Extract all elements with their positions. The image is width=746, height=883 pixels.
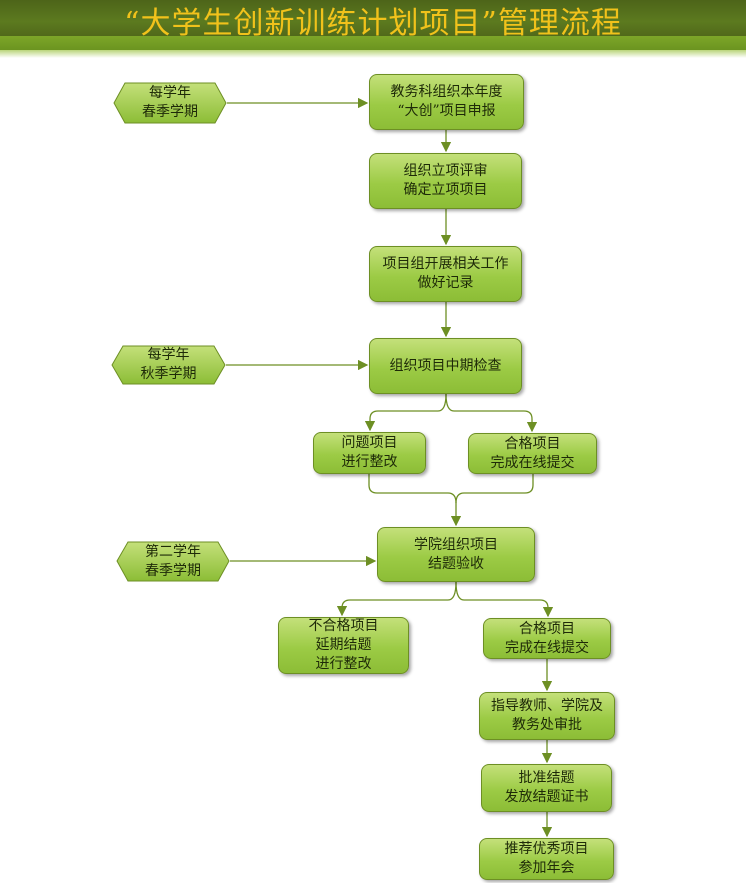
step-line: 教务处审批 xyxy=(512,717,582,733)
term-label-3: 第二学年春季学期 xyxy=(116,541,230,582)
step-line: 完成在线提交 xyxy=(490,454,575,471)
step-line: 确定立项项目 xyxy=(403,182,488,198)
step-line: 参加年会 xyxy=(518,860,575,876)
step-approval: 指导教师、学院及教务处审批 xyxy=(479,692,615,740)
step-mid-pass: 合格项目完成在线提交 xyxy=(468,433,597,474)
term-line: 第二学年 xyxy=(145,543,201,560)
step-midterm: 组织项目中期检查 xyxy=(369,338,522,394)
step-line: 发放结题证书 xyxy=(504,789,589,805)
step-line: “大创”项目申报 xyxy=(397,103,496,119)
hexagon-shape xyxy=(116,541,230,582)
step-line: 指导教师、学院及 xyxy=(491,698,603,714)
header-fade xyxy=(0,50,746,58)
step-final-pass: 合格项目完成在线提交 xyxy=(483,618,611,659)
step-line: 合格项目 xyxy=(519,620,575,637)
step-line: 学院组织项目 xyxy=(414,536,498,553)
term-line: 秋季学期 xyxy=(140,366,197,382)
step-line: 组织项目中期检查 xyxy=(389,357,502,374)
step-line: 推荐优秀项目 xyxy=(504,841,589,857)
step-line: 教务科组织本年度 xyxy=(390,84,503,100)
term-line: 春季学期 xyxy=(145,562,201,579)
step-line: 完成在线提交 xyxy=(505,639,589,656)
step-apply: 教务科组织本年度 “大创”项目申报 xyxy=(369,74,524,130)
header-band xyxy=(0,36,746,50)
step-line: 结题验收 xyxy=(428,555,484,572)
step-final-fail: 不合格项目延期结题进行整改 xyxy=(278,617,409,674)
step-line: 项目组开展相关工作 xyxy=(382,256,509,272)
step-mid-problem: 问题项目进行整改 xyxy=(313,432,426,474)
step-line: 批准结题 xyxy=(518,770,575,786)
step-line: 问题项目 xyxy=(341,435,398,451)
term-line: 春季学期 xyxy=(142,104,198,120)
hexagon-shape xyxy=(113,82,227,124)
step-work: 项目组开展相关工作做好记录 xyxy=(369,246,522,302)
step-final-check: 学院组织项目结题验收 xyxy=(377,527,535,582)
step-line: 不合格项目 xyxy=(308,618,379,634)
step-line: 合格项目 xyxy=(504,435,561,452)
term-line: 每学年 xyxy=(147,347,190,363)
step-recommend: 推荐优秀项目参加年会 xyxy=(479,838,614,880)
header-bar xyxy=(0,0,746,36)
step-review: 组织立项评审确定立项项目 xyxy=(369,153,522,209)
step-line: 延期结题 xyxy=(315,637,372,653)
step-certificate: 批准结题发放结题证书 xyxy=(481,764,612,812)
term-label-2: 每学年秋季学期 xyxy=(111,345,226,385)
step-line: 进行整改 xyxy=(341,454,398,470)
hexagon-shape xyxy=(111,345,226,385)
step-line: 做好记录 xyxy=(417,275,474,291)
term-line: 每学年 xyxy=(149,85,191,101)
step-line: 组织立项评审 xyxy=(403,163,488,179)
term-label-1: 每学年春季学期 xyxy=(113,82,227,124)
step-line: 进行整改 xyxy=(315,656,372,672)
page-title: “大学生创新训练计划项目”管理流程 xyxy=(124,6,622,41)
